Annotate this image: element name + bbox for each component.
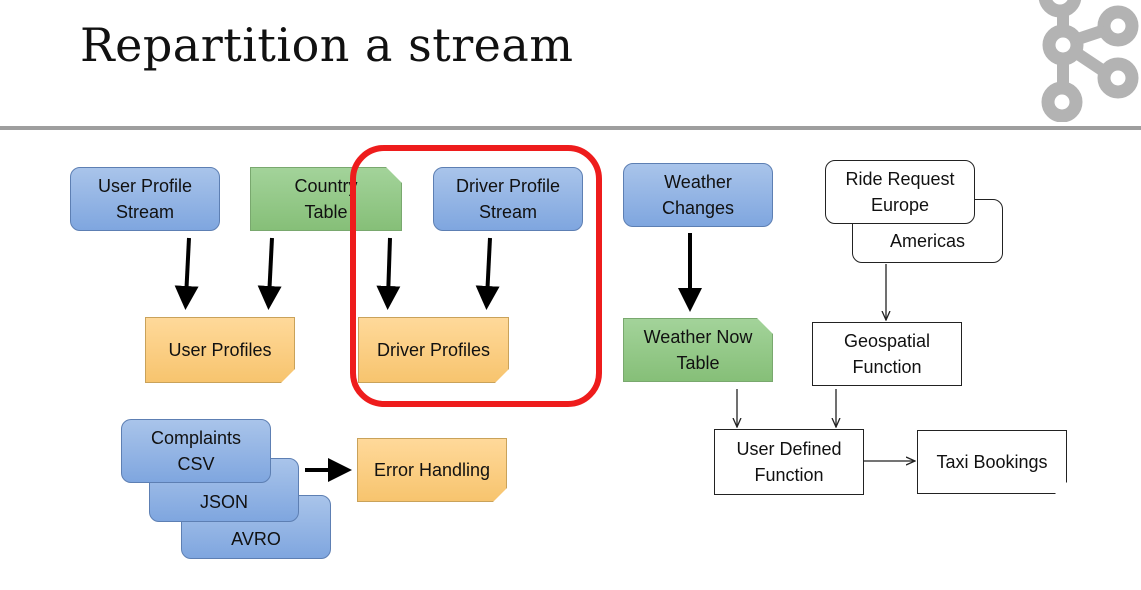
arrow-country-to-userprofiles: [257, 237, 282, 310]
geospatial-function-node: Geospatial Function: [812, 322, 962, 386]
arrow-userstream-to-userprofiles: [174, 237, 199, 310]
repartition-highlight: [350, 145, 602, 407]
taxi-bookings-node: Taxi Bookings: [917, 430, 1067, 494]
weather-now-table-node: Weather Now Table: [623, 318, 773, 382]
ride-request-europe-node: Ride Request Europe: [825, 160, 975, 224]
driver-profiles-node: Driver Profiles: [358, 317, 509, 383]
driver-profile-stream-node: Driver Profile Stream: [433, 167, 583, 231]
user-defined-function-node: User Defined Function: [714, 429, 864, 495]
user-profiles-node: User Profiles: [145, 317, 295, 383]
error-handling-node: Error Handling: [357, 438, 507, 502]
arrow-driverstream-to-driverprofiles: [475, 237, 500, 310]
kafka-logo-icon: [1038, 0, 1139, 122]
arrow-country-to-driverprofiles: [376, 237, 401, 310]
user-profile-stream-node: User Profile Stream: [70, 167, 220, 231]
title-divider: [0, 126, 1141, 130]
weather-changes-node: Weather Changes: [623, 163, 773, 227]
complaints-csv-node: Complaints CSV: [121, 419, 271, 483]
slide-title: Repartition a stream: [80, 18, 574, 72]
